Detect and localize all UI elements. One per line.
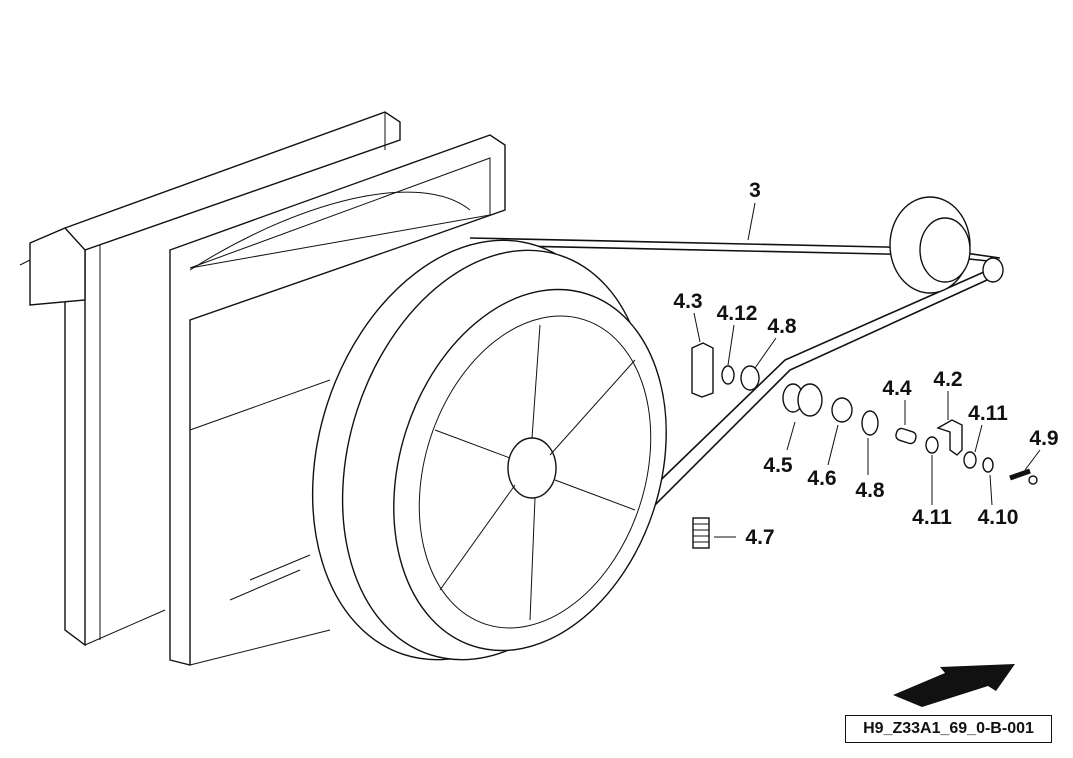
part-4-11a <box>925 436 939 454</box>
callout-4-3: 4.3 <box>673 290 702 313</box>
radiator-back-frame <box>19 111 401 647</box>
spare-parts <box>691 342 1038 549</box>
part-4-12 <box>721 365 735 385</box>
direction-arrow-icon <box>893 664 1015 707</box>
part-4-8b <box>861 410 879 436</box>
fan-shroud-frame <box>169 134 506 666</box>
callout-4-2: 4.2 <box>933 368 962 391</box>
part-4-6 <box>831 397 853 423</box>
callout-4-9: 4.9 <box>1029 427 1058 450</box>
drawing-code-label: H9_Z33A1_69_0-B-001 <box>845 715 1052 743</box>
part-4-11b <box>963 451 977 469</box>
part-4-9 <box>1009 468 1031 481</box>
part-4-8a <box>740 365 760 391</box>
callout-4-6: 4.6 <box>807 467 836 490</box>
part-4-10 <box>982 457 994 473</box>
callout-4-5: 4.5 <box>763 454 793 477</box>
leader-lines <box>693 202 1041 538</box>
part-4-4 <box>895 427 917 445</box>
callout-4-10: 4.10 <box>978 506 1019 529</box>
callout-4-11: 4.11 <box>968 402 1008 425</box>
callout-4-7: 4.7 <box>745 526 774 549</box>
part-4-3 <box>691 342 714 398</box>
drive-pulley <box>889 196 1004 294</box>
callout-4-4: 4.4 <box>882 377 912 400</box>
part-4-2 <box>936 419 963 456</box>
callout-4-12: 4.12 <box>717 302 758 325</box>
part-4-7-spring <box>692 517 710 549</box>
callout-4-8: 4.8 <box>767 315 797 338</box>
callout-3: 3 <box>749 179 761 202</box>
large-pulley <box>311 239 667 661</box>
callout-4-8-lower: 4.8 <box>855 479 885 502</box>
callout-4-11-lower: 4.11 <box>912 506 952 529</box>
